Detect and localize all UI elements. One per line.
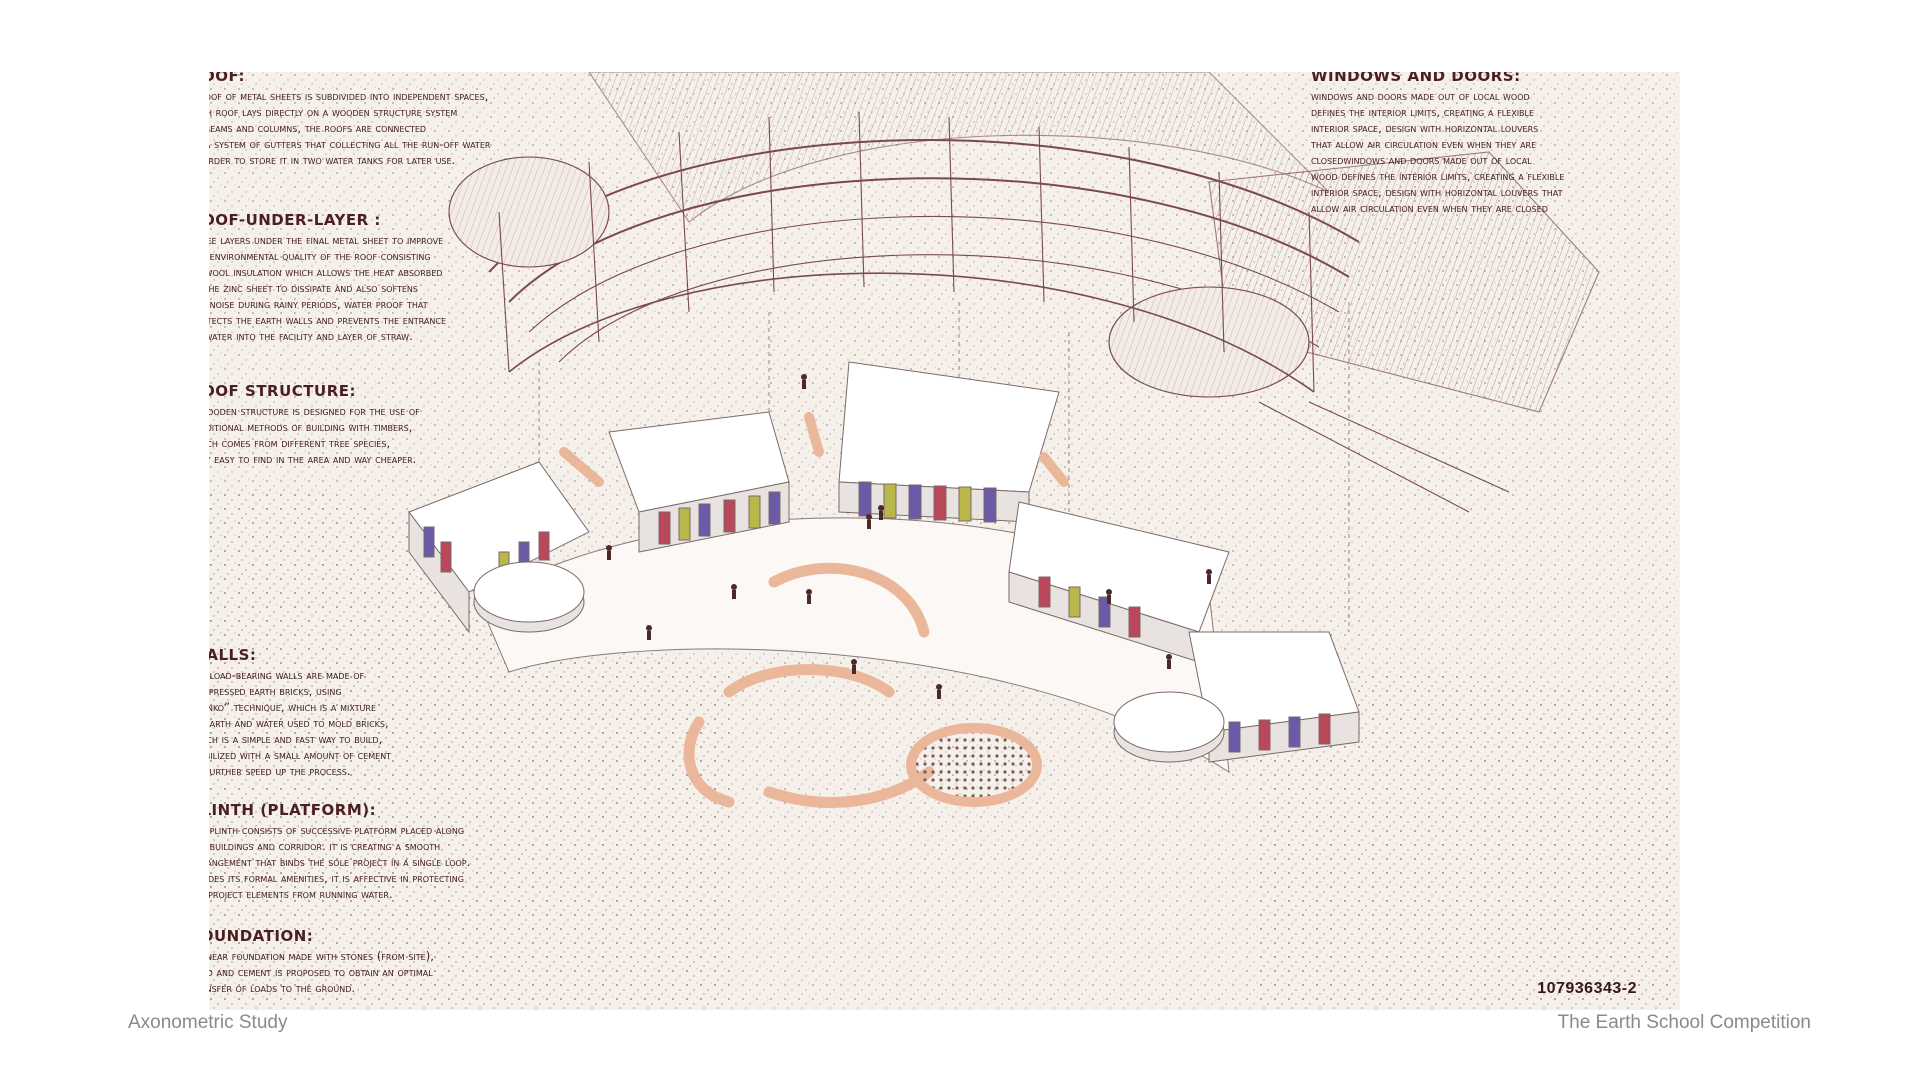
footer-left-caption: Axonometric Study [128, 1012, 288, 1033]
foundation-text: A linear foundation made with stones (fr… [209, 949, 434, 995]
plinth-annotation: PLINTH (PLATFORM): The plinth consists o… [209, 801, 560, 902]
round-room [473, 561, 1225, 763]
classroom-wing-2 [608, 411, 790, 553]
courtyard-circle [906, 723, 1042, 807]
classroom-wing-3 [838, 361, 1060, 523]
foundation-annotation: FOUNDATION: A linear foundation made wit… [209, 927, 530, 996]
people [606, 374, 1212, 699]
roof-under-layer-title: ROOF-UNDER-LAYER : [209, 211, 381, 229]
roof-structure-text: A wooden structure is designed for the u… [209, 404, 420, 466]
windows-doors-title: WINDOWS AND DOORS: [1311, 72, 1521, 85]
axonometric-drawing [209, 72, 1680, 1010]
roof-under-layer-text: Three layers under the final metal sheet… [209, 233, 447, 343]
plinth-title: PLINTH (PLATFORM): [209, 801, 377, 819]
roof-text: A ROOF OF METAL SHEETS IS SUBDIVIDED INT… [209, 89, 491, 167]
roof-annotation: ROOF: A ROOF OF METAL SHEETS IS SUBDIVID… [209, 72, 570, 168]
foundation-title: FOUNDATION: [209, 927, 314, 945]
windows-doors-text: Windows and doors made out of local wood… [1311, 89, 1565, 215]
submission-code: 107936343-2 [1537, 980, 1637, 997]
roof-structure-title: ROOF STRUCTURE: [209, 382, 357, 400]
exploded-roof [448, 72, 1600, 513]
ground-texture [209, 486, 729, 1010]
walls-title: WALLS: [209, 646, 257, 664]
ground-texture [1259, 668, 1680, 1010]
windows-doors-annotation: WINDOWS AND DOORS: Windows and doors mad… [1311, 72, 1680, 216]
axonometric-board: ROOF: A ROOF OF METAL SHEETS IS SUBDIVID… [209, 72, 1680, 1010]
roof-structure-annotation: ROOF STRUCTURE: A wooden structure is de… [209, 382, 510, 467]
classroom-wing-4 [1008, 501, 1230, 663]
roof-under-layer-annotation: ROOF-UNDER-LAYER : Three layers under th… [209, 211, 520, 344]
walls-annotation: WALLS: The load-bearing walls are made o… [209, 646, 470, 779]
walls-text: The load-bearing walls are made of Compr… [209, 668, 392, 778]
plinth-text: The plinth consists of successive platfo… [209, 823, 471, 901]
roof-title: ROOF: [209, 72, 245, 85]
footer-right-caption: The Earth School Competition [1557, 1012, 1811, 1033]
